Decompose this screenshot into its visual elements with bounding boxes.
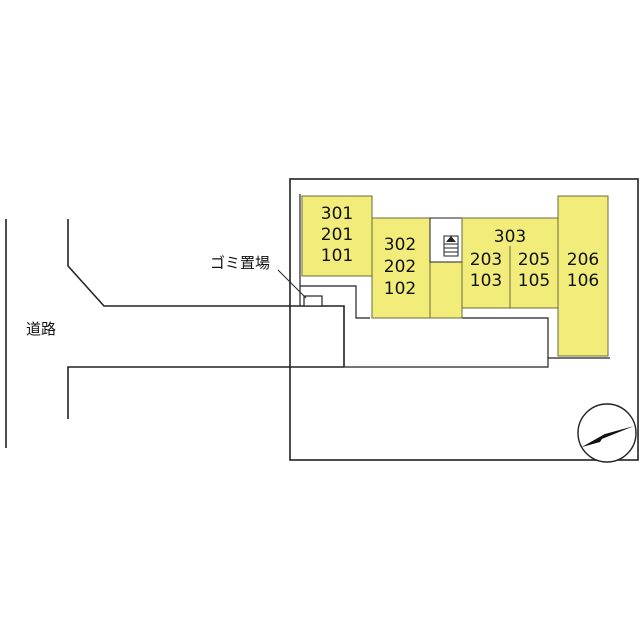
unit-label: 101: [321, 246, 353, 266]
garbage-label: ゴミ置場: [210, 254, 270, 272]
unit-label: 201: [321, 225, 353, 245]
road-edge-lower: [67, 366, 344, 419]
site-outline-right: [344, 357, 610, 368]
unit-label: 303: [494, 227, 526, 247]
unit-block-a: [301, 195, 373, 277]
property-boundary: [289, 178, 639, 461]
stairs-icon: [443, 235, 459, 257]
road-label: 道路: [26, 320, 56, 338]
road-edge-upper: [67, 219, 345, 367]
unit-label: 205: [518, 250, 550, 270]
unit-label: 202: [384, 257, 416, 277]
unit-label: 302: [384, 235, 416, 255]
unit-label: 206: [567, 250, 599, 270]
unit-block-d: [557, 195, 609, 357]
unit-label: 105: [518, 271, 550, 291]
walkway-outline: [300, 285, 370, 319]
unit-block-b: [371, 217, 431, 319]
unit-label: 102: [384, 279, 416, 299]
garbage-leader: [277, 269, 307, 299]
unit-label: 301: [321, 204, 353, 224]
walkway-outline-right: [462, 317, 549, 358]
unit-label: 106: [567, 271, 599, 291]
unit-label: 203: [470, 250, 502, 270]
north-arrow-icon: [577, 403, 637, 463]
unit-label: 103: [470, 271, 502, 291]
garbage-area: [303, 295, 323, 307]
unit-block-b-ext: [429, 261, 463, 319]
